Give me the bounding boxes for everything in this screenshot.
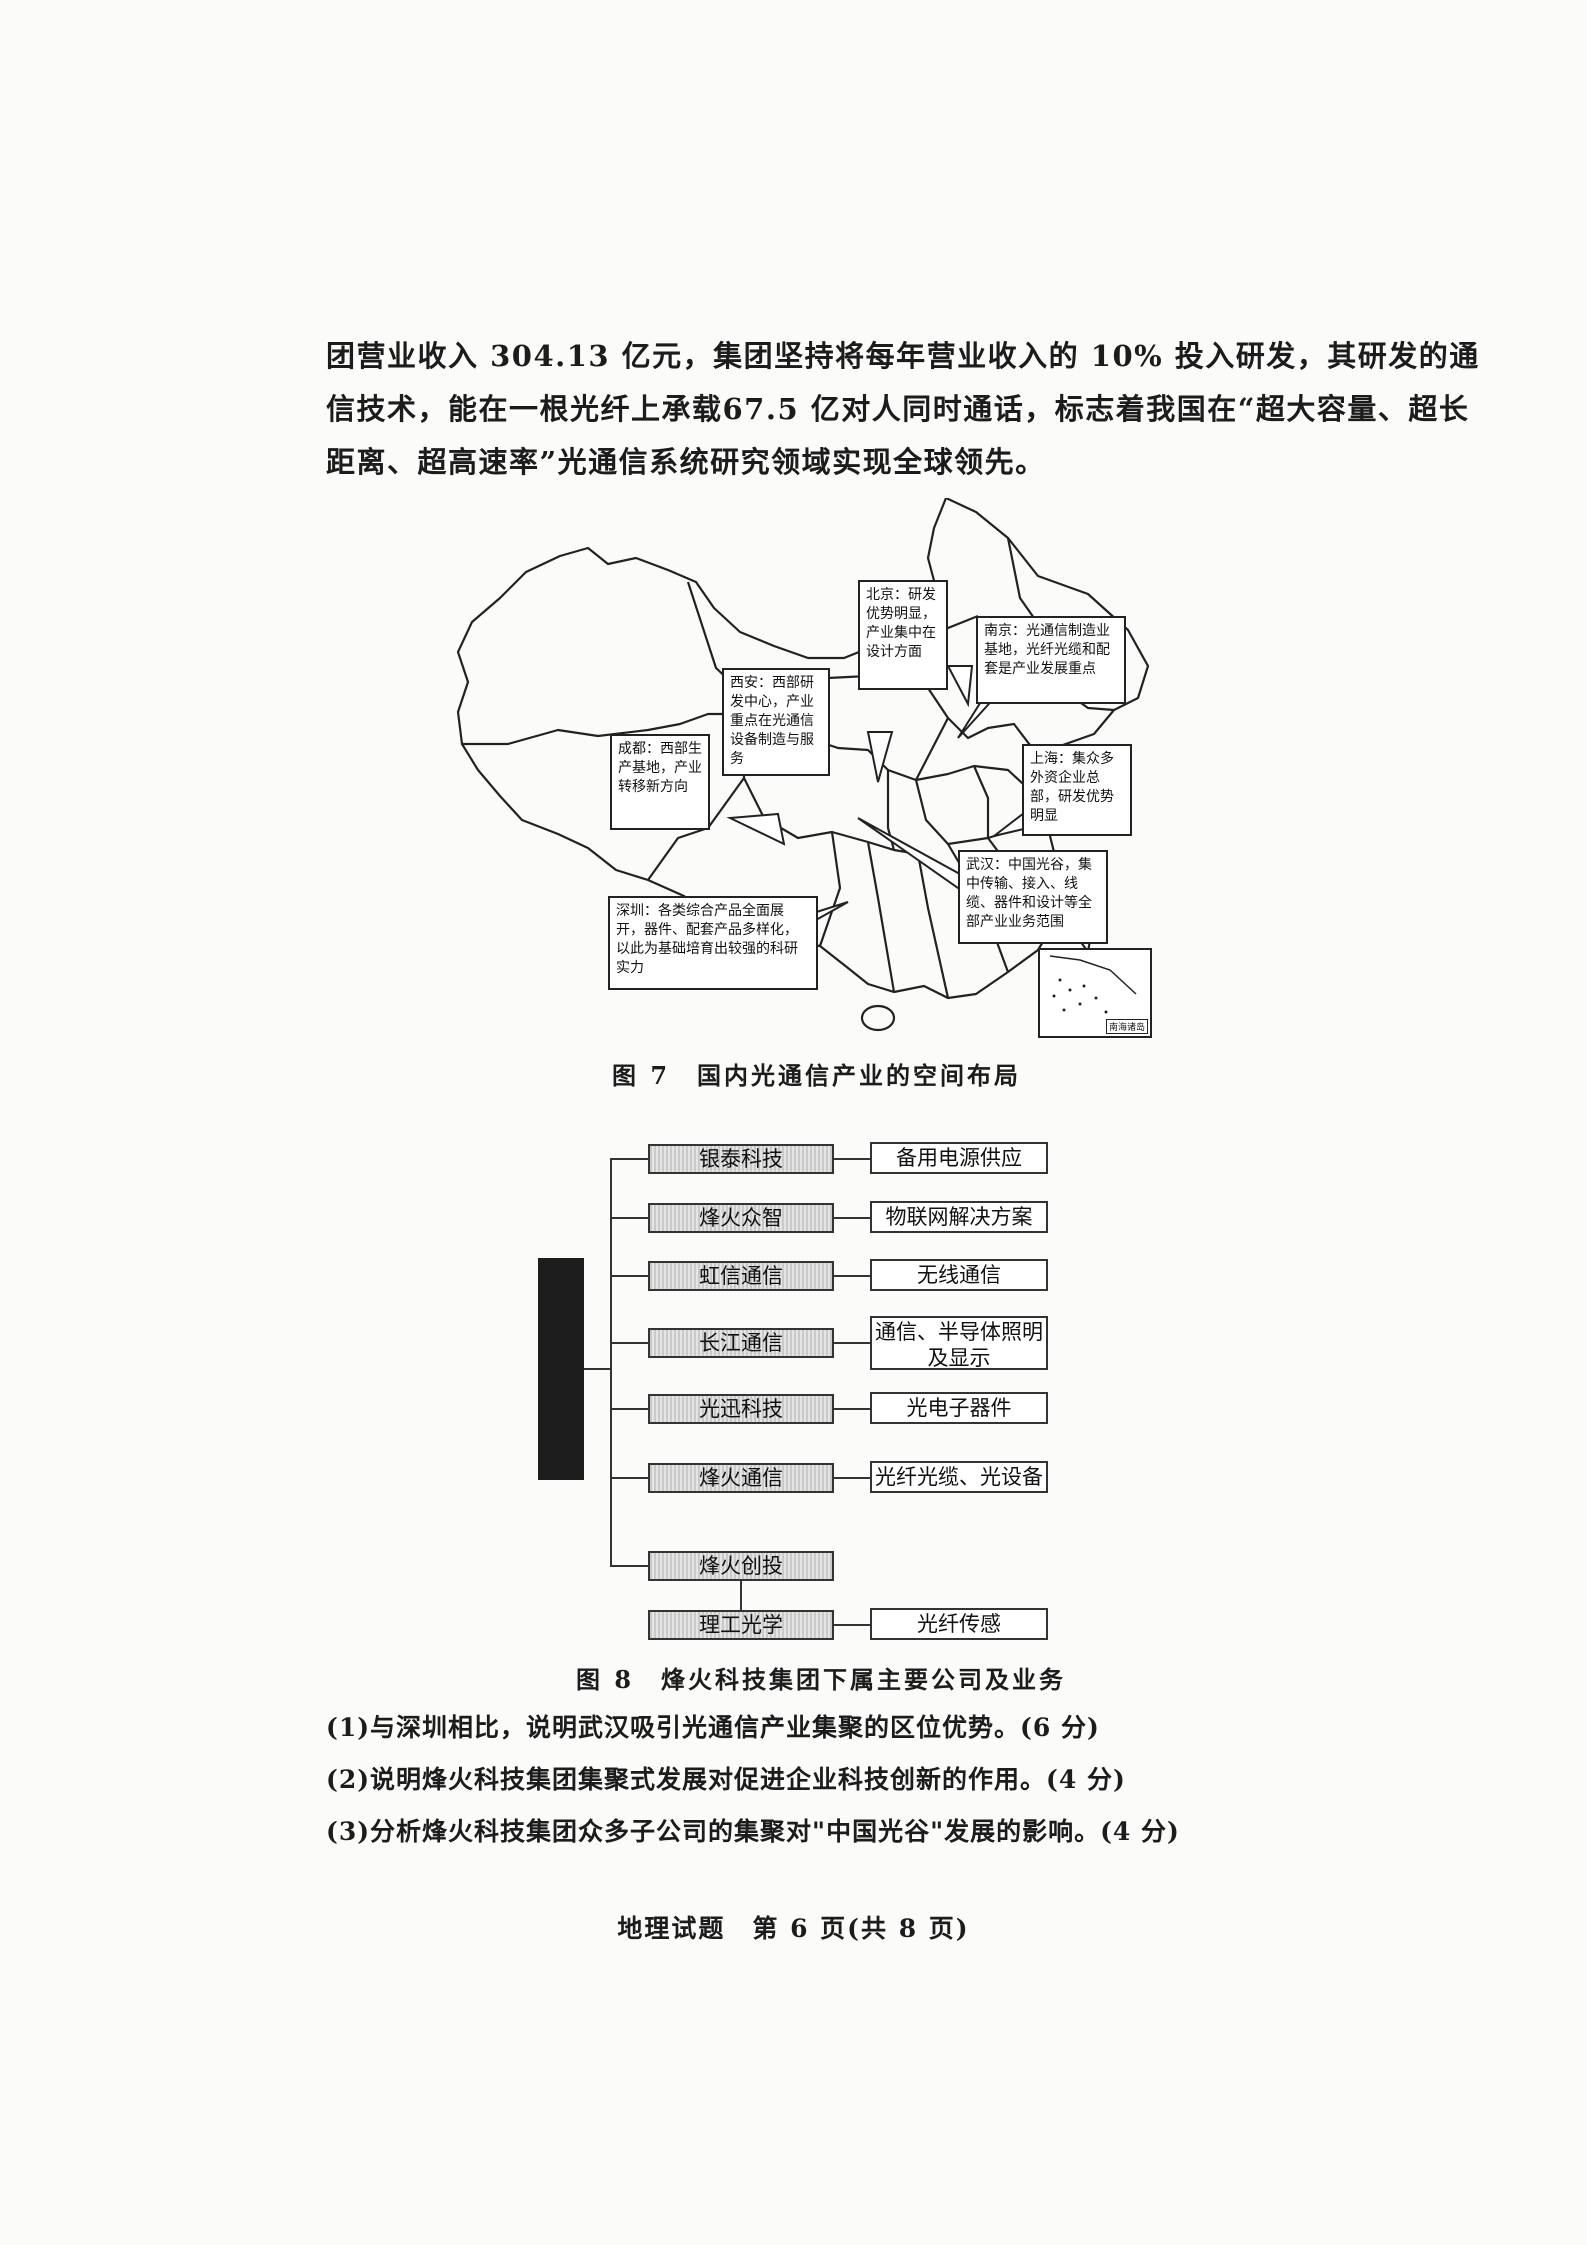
company-box: 银泰科技 <box>648 1144 834 1174</box>
company-box: 烽火通信 <box>648 1463 834 1493</box>
company-box: 烽火创投 <box>648 1551 834 1581</box>
callout-shanghai: 上海：集众多外资企业总部，研发优势明显 <box>1022 744 1132 836</box>
branch-3 <box>610 1275 648 1277</box>
link-8 <box>834 1624 870 1626</box>
link-2 <box>834 1217 870 1219</box>
branch-4 <box>610 1342 648 1344</box>
callout-chengdu: 成都：西部生产基地，产业转移新方向 <box>610 734 710 830</box>
business-box: 光纤光缆、光设备 <box>870 1461 1048 1493</box>
company-box: 虹信通信 <box>648 1261 834 1291</box>
figure-8-caption: 图 8 烽火科技集团下属主要公司及业务 <box>576 1665 1067 1694</box>
question-3: (3)分析烽火科技集团众多子公司的集聚对"中国光谷"发展的影响。(4 分) <box>326 1817 1180 1846</box>
intro-line-3: 距离、超高速率”光通信系统研究领域实现全球领先。 <box>326 445 1046 479</box>
callout-beijing: 北京：研发优势明显，产业集中在设计方面 <box>858 580 948 690</box>
branch-5 <box>610 1408 648 1410</box>
link-4 <box>834 1342 870 1344</box>
callout-xian: 西安：西部研发中心，产业重点在光通信设备制造与服务 <box>722 668 830 776</box>
company-box: 长江通信 <box>648 1328 834 1358</box>
business-box: 备用电源供应 <box>870 1142 1048 1174</box>
root-block <box>538 1258 584 1480</box>
callout-nanjing: 南京：光通信制造业基地，光纤光缆和配套是产业发展重点 <box>976 616 1126 704</box>
inset-outline <box>1049 955 1137 1014</box>
link-5 <box>834 1408 870 1410</box>
business-box: 通信、半导体照明及显示 <box>870 1316 1048 1370</box>
sub-link <box>740 1581 742 1611</box>
callout-wuhan: 武汉：中国光谷，集中传输、接入、线缆、器件和设计等全部产业业务范围 <box>958 850 1108 944</box>
figure-7-map: 北京：研发优势明显，产业集中在设计方面 南京：光通信制造业基地，光纤光缆和配套是… <box>448 498 1188 1038</box>
business-box: 物联网解决方案 <box>870 1201 1048 1233</box>
branch-2 <box>610 1217 648 1219</box>
trunk-line <box>610 1158 612 1566</box>
business-box: 光电子器件 <box>870 1392 1048 1424</box>
company-box: 理工光学 <box>648 1610 834 1640</box>
figure-7-caption: 图 7 国内光通信产业的空间布局 <box>612 1061 1022 1090</box>
figure-8-tree: 银泰科技 备用电源供应 烽火众智 物联网解决方案 虹信通信 无线通信 长江通信 … <box>538 1138 1058 1640</box>
branch-7 <box>610 1565 648 1567</box>
question-1: (1)与深圳相比，说明武汉吸引光通信产业集聚的区位优势。(6 分) <box>326 1713 1100 1742</box>
business-box: 光纤传感 <box>870 1608 1048 1640</box>
question-2: (2)说明烽火科技集团集聚式发展对促进企业科技创新的作用。(4 分) <box>326 1765 1126 1794</box>
branch-1 <box>610 1158 648 1160</box>
page-footer: 地理试题 第 6 页(共 8 页) <box>617 1914 970 1943</box>
business-box: 无线通信 <box>870 1259 1048 1291</box>
south-china-sea-inset: 南海诸岛 <box>1038 948 1152 1038</box>
intro-paragraph: 团营业收入 304.13 亿元，集团坚持将每年营业收入的 10% 投入研发，其研… <box>326 330 1480 489</box>
callout-shenzhen: 深圳：各类综合产品全面展开，器件、配套产品多样化，以此为基础培育出较强的科研实力 <box>608 896 818 990</box>
company-box: 光迅科技 <box>648 1394 834 1424</box>
intro-line-2: 信技术，能在一根光纤上承载67.5 亿对人同时通话，标志着我国在“超大容量、超长 <box>326 392 1470 426</box>
inset-label: 南海诸岛 <box>1105 1019 1148 1034</box>
link-3 <box>834 1275 870 1277</box>
branch-6 <box>610 1477 648 1479</box>
intro-line-1: 团营业收入 304.13 亿元，集团坚持将每年营业收入的 10% 投入研发，其研… <box>326 339 1480 373</box>
link-6 <box>834 1477 870 1479</box>
root-connector <box>584 1368 612 1370</box>
link-1 <box>834 1158 870 1160</box>
company-box: 烽火众智 <box>648 1203 834 1233</box>
